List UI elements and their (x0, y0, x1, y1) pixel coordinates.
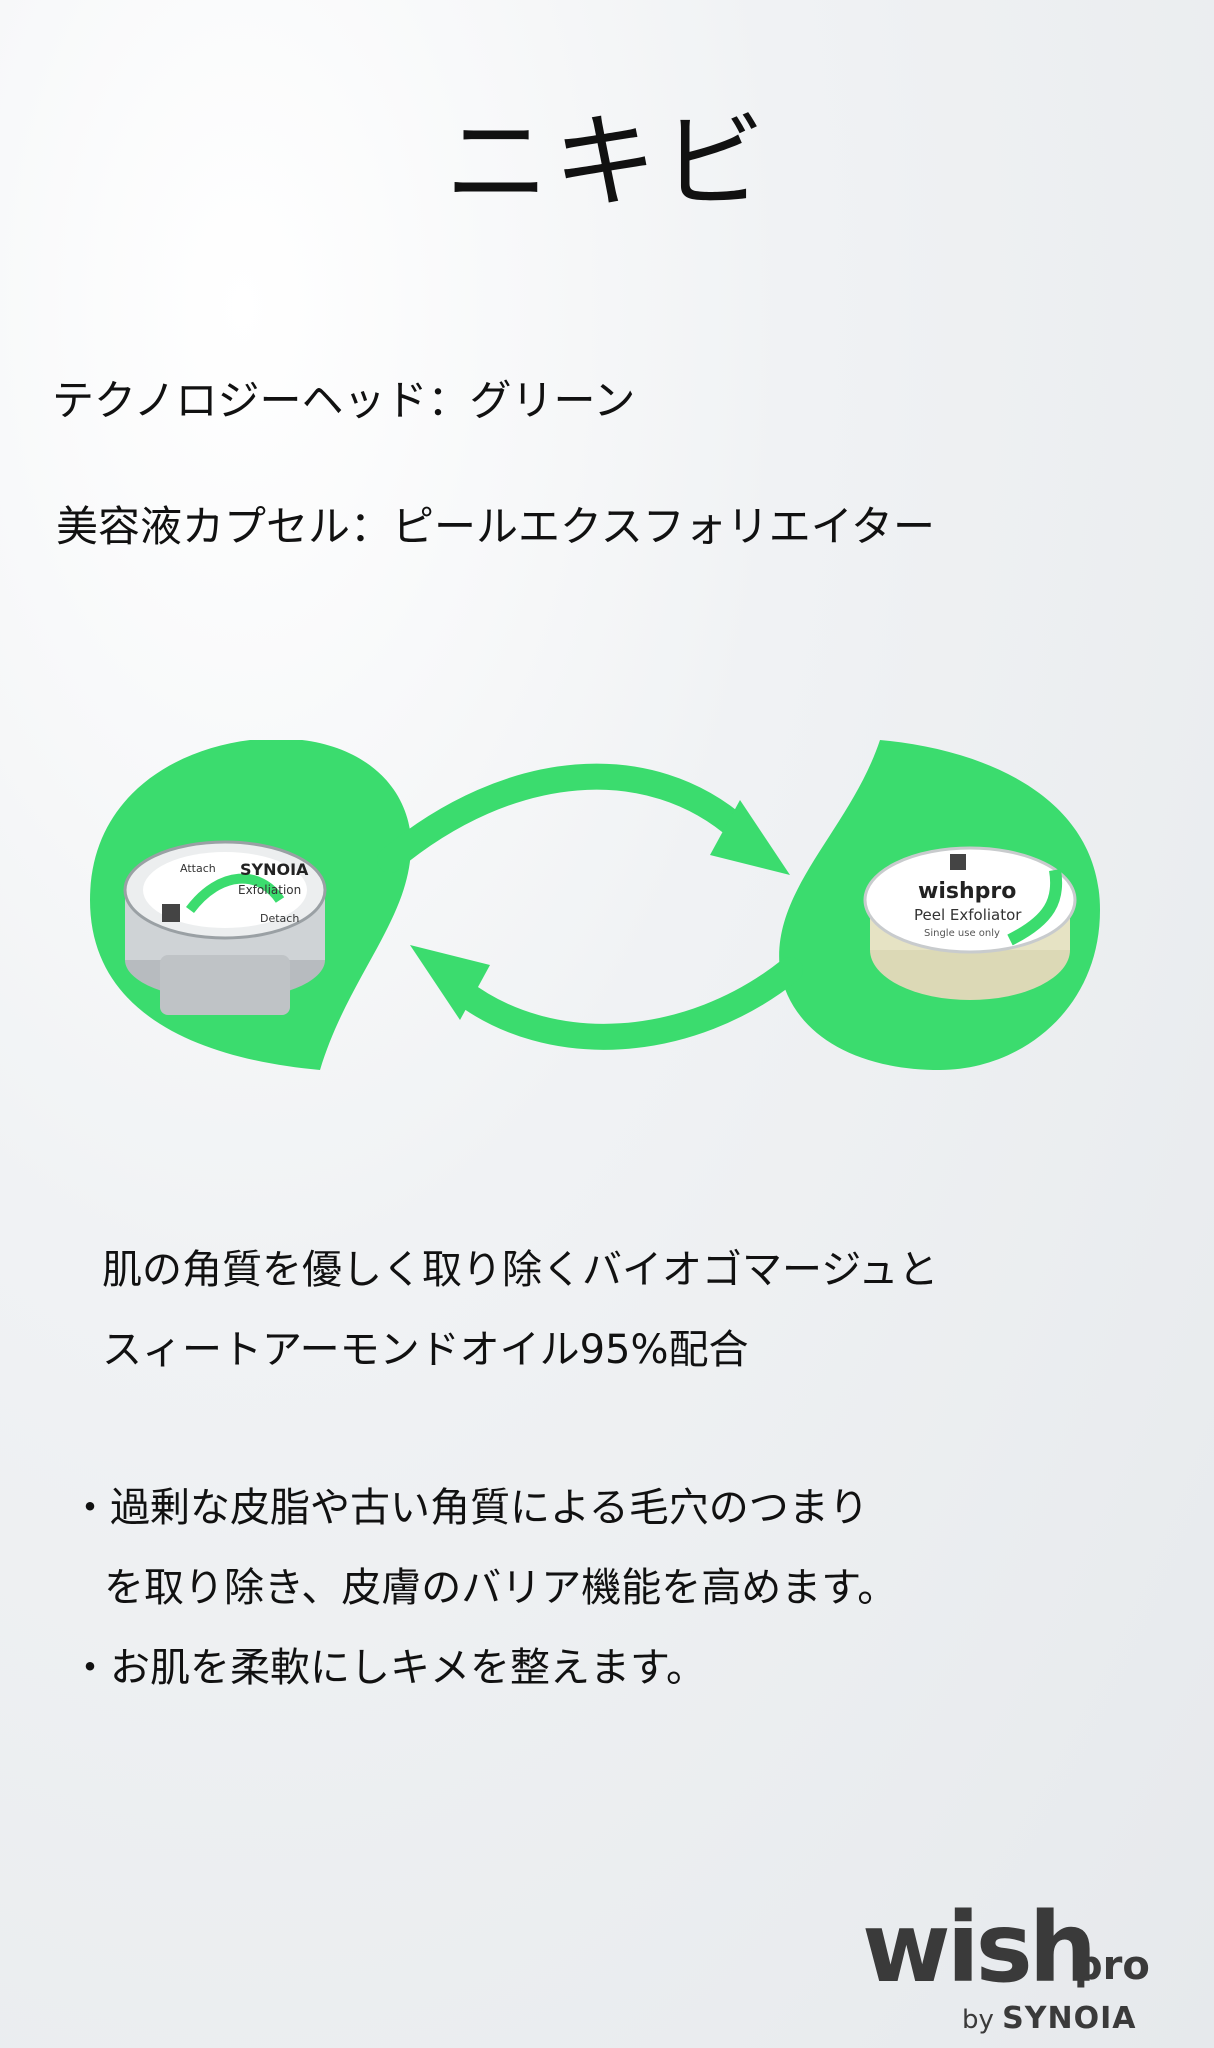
left-product-name: Exfoliation (238, 883, 301, 897)
top-arrow-head (710, 800, 790, 875)
technology-head-product: SYNOIA Exfoliation Attach Detach (123, 840, 327, 1015)
brand-logo: wish pro by SYNOIA (850, 1900, 1190, 2040)
serum-capsule-spec: 美容液カプセル：ピールエクスフォリエイター (56, 502, 936, 551)
logo-by-line: by SYNOIA (962, 2004, 1136, 2034)
description-line-2: スィートアーモンドオイル95%配合 (102, 1327, 749, 1373)
left-product-attach: Attach (180, 862, 216, 875)
logo-wish-text: wish (862, 1892, 1097, 2004)
cycle-graphic: SYNOIA Exfoliation Attach Detach wishpro… (90, 738, 1100, 1070)
serum-capsule-product: wishpro Peel Exfoliator Single use only (863, 846, 1077, 1000)
bullet-1-line-1: ・過剰な皮脂や古い角質による毛穴のつまり (70, 1485, 869, 1531)
right-product-brand: wishpro (918, 879, 1016, 904)
product-cycle-illustration: SYNOIA Exfoliation Attach Detach wishpro… (90, 738, 1110, 1080)
right-qr-icon (950, 854, 966, 870)
page-title: ニキビ (444, 101, 769, 223)
left-product-detach: Detach (260, 912, 299, 925)
bullet-1-line-2: を取り除き、皮膚のバリア機能を高めます。 (104, 1565, 898, 1611)
logo-pro-text: pro (1074, 1943, 1150, 1989)
bottom-arrow-head (410, 945, 490, 1020)
technology-head-spec: テクノロジーヘッド：グリーン (52, 376, 636, 425)
logo-by-text: by (962, 2005, 994, 2035)
left-product-brand: SYNOIA (240, 860, 309, 879)
right-product-name: Peel Exfoliator (914, 906, 1022, 924)
description-line-1: 肌の角質を優しく取り除くバイオゴマージュと (102, 1247, 939, 1293)
top-arrow-arc (377, 763, 753, 873)
bottom-arrow-arc (447, 957, 803, 1050)
left-qr-icon (162, 904, 180, 922)
logo-company-text: SYNOIA (1002, 2001, 1137, 2036)
right-product-note: Single use only (924, 928, 1000, 939)
bullet-2: ・お肌を柔軟にしキメを整えます。 (70, 1645, 706, 1691)
